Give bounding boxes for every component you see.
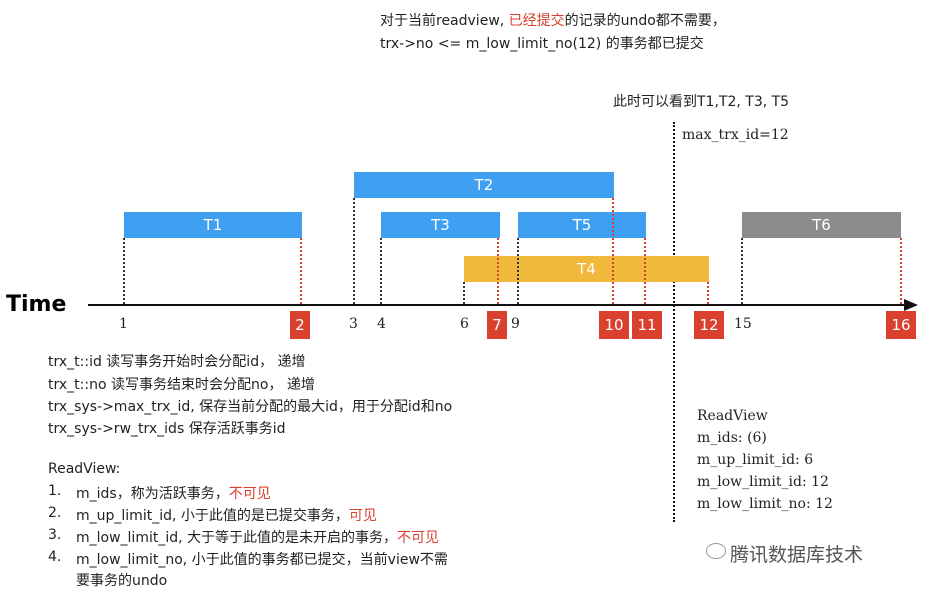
readview-item-m-low-limit-id: m_low_limit_id, 大于等于此值的是未开启的事务，不可见 xyxy=(76,527,439,547)
legend-max-trx-id: trx_sys->max_trx_id, 保存当前分配的最大id，用于分配id和… xyxy=(48,399,453,415)
tick-label: 9 xyxy=(511,316,520,332)
transaction-bar-t6: T6 xyxy=(742,212,901,238)
legend-rw-trx-ids: trx_sys->rw_trx_ids 保存活跃事务id xyxy=(48,421,286,437)
readview-item-num: 2. xyxy=(48,505,62,521)
commit-tick: 12 xyxy=(694,311,724,339)
max-trx-id-note: max_trx_id=12 xyxy=(682,127,789,143)
commit-tick: 7 xyxy=(487,311,507,339)
readview-item-m-ids: m_ids，称为活跃事务，不可见 xyxy=(76,483,271,503)
end-line-t5 xyxy=(644,238,646,304)
transaction-bar-t5: T5 xyxy=(518,212,646,238)
end-line-t1 xyxy=(300,238,302,304)
tick-label: 1 xyxy=(119,316,128,332)
tick-label: 6 xyxy=(460,316,469,332)
commit-tick: 10 xyxy=(599,311,629,339)
readview-right-title: ReadView xyxy=(697,408,768,424)
top-note-text: 对于当前readview, xyxy=(380,13,509,29)
legend-trx-no: trx_t::no 读写事务结束时会分配no， 递增 xyxy=(48,377,315,393)
commit-tick: 2 xyxy=(290,311,310,339)
end-line-t3 xyxy=(497,238,499,304)
readview-item-m-low-limit-no: m_low_limit_no, 小于此值的事务都已提交，当前view不需 xyxy=(76,552,448,568)
readview-item-red: 不可见 xyxy=(397,530,440,546)
start-line-t3 xyxy=(380,238,382,304)
end-line-t2 xyxy=(612,198,614,304)
transaction-bar-t3: T3 xyxy=(381,212,500,238)
wechat-icon xyxy=(706,543,726,559)
start-line-t2 xyxy=(353,198,355,304)
readview-item-num: 1. xyxy=(48,483,62,499)
legend-trx-id: trx_t::id 读写事务开始时会分配id， 递增 xyxy=(48,354,306,370)
end-line-t6 xyxy=(900,238,902,304)
commit-tick: 11 xyxy=(632,311,662,339)
top-note-line2: trx->no <= m_low_limit_no(12) 的事务都已提交 xyxy=(380,36,704,52)
readview-right-m-ids: m_ids: (6) xyxy=(697,430,767,446)
readview-item-text: m_up_limit_id, 小于此值的是已提交事务， xyxy=(76,508,349,524)
top-note-red: 已经提交 xyxy=(508,13,565,29)
tick-label: 15 xyxy=(734,316,752,332)
readview-item-red: 不可见 xyxy=(228,486,271,502)
readview-item-m-up-limit-id: m_up_limit_id, 小于此值的是已提交事务，可见 xyxy=(76,505,377,525)
readview-item-text: m_ids，称为活跃事务， xyxy=(76,486,229,502)
readview-right-m-up-limit-id: m_up_limit_id: 6 xyxy=(697,452,814,468)
start-line-t1 xyxy=(123,238,125,304)
transaction-bar-t2: T2 xyxy=(354,172,614,198)
readview-item-text: m_low_limit_id, 大于等于此值的是未开启的事务， xyxy=(76,530,398,546)
time-axis xyxy=(88,304,908,306)
visible-note: 此时可以看到T1,T2, T3, T5 xyxy=(613,94,790,110)
time-axis-arrow-icon xyxy=(904,299,918,311)
readview-right-m-low-limit-no: m_low_limit_no: 12 xyxy=(697,496,833,512)
readview-title: ReadView: xyxy=(48,461,121,477)
transaction-bar-t4: T4 xyxy=(464,256,709,282)
readview-right-m-low-limit-id: m_low_limit_id: 12 xyxy=(697,474,829,490)
commit-tick: 16 xyxy=(886,311,916,339)
start-line-t4 xyxy=(463,282,465,304)
transaction-bar-t1: T1 xyxy=(124,212,302,238)
tick-label: 4 xyxy=(377,316,386,332)
top-note-line1: 对于当前readview, 已经提交的记录的undo都不需要， xyxy=(380,10,726,30)
readview-item-num: 4. xyxy=(48,549,62,565)
readview-item-red: 可见 xyxy=(348,508,377,524)
top-note-text-tail: 的记录的undo都不需要， xyxy=(564,13,726,29)
watermark: 腾讯数据库技术 xyxy=(730,544,864,566)
time-axis-label: Time xyxy=(6,292,67,317)
tick-label: 3 xyxy=(349,316,358,332)
readview-item-num: 3. xyxy=(48,527,62,543)
start-line-t5 xyxy=(517,238,519,304)
end-line-t4 xyxy=(707,282,709,304)
readview-item-m-low-limit-no-cont: 要事务的undo xyxy=(76,573,168,589)
max-trx-divider xyxy=(673,122,675,522)
start-line-t6 xyxy=(741,238,743,304)
